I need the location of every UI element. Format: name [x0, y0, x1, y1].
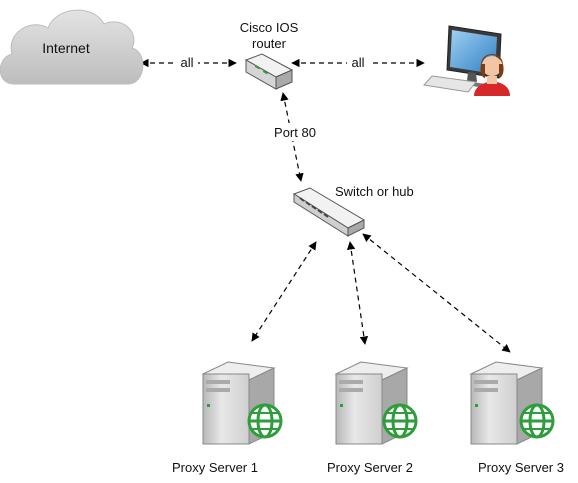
cloud-icon [0, 9, 144, 85]
internet-label: Internet [42, 40, 90, 56]
router-label-line2: router [252, 36, 287, 51]
link-switch-proxy3 [362, 233, 511, 353]
switch-icon [292, 187, 366, 237]
link-internet-router-label: all [180, 55, 193, 70]
globe-icon [382, 403, 418, 439]
link-switch-proxy1 [251, 241, 317, 342]
link-router-user-label: all [351, 55, 364, 70]
proxy-server-3-label: Proxy Server 3 [478, 460, 564, 475]
link-switch-proxy2 [346, 241, 369, 345]
proxy-server-1-label: Proxy Server 1 [172, 460, 258, 475]
globe-icon [519, 403, 555, 439]
globe-icon [247, 403, 283, 439]
link-router-switch [280, 92, 304, 182]
router-label-line1: Cisco IOS [240, 20, 299, 35]
switch-label: Switch or hub [335, 184, 414, 199]
router-icon [244, 53, 294, 90]
user-workstation-icon [423, 25, 510, 96]
link-router-switch-label: Port 80 [274, 125, 316, 140]
proxy-server-2-label: Proxy Server 2 [327, 460, 413, 475]
